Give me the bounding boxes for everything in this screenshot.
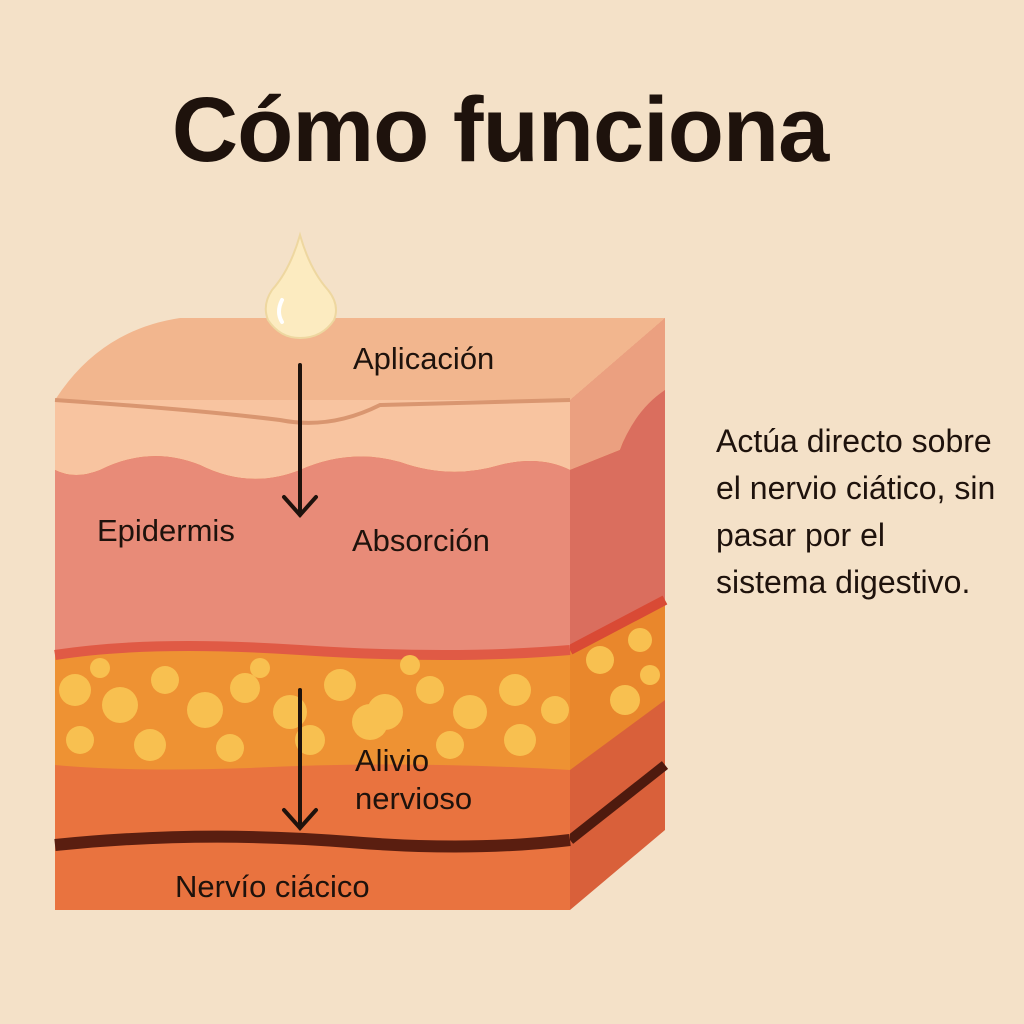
label-epidermis: Epidermis	[97, 513, 235, 548]
fat-cell	[499, 674, 531, 706]
fat-cell	[586, 646, 614, 674]
fat-cell	[250, 658, 270, 678]
fat-cell	[134, 729, 166, 761]
fat-cell	[436, 731, 464, 759]
fat-cell	[504, 724, 536, 756]
fat-cell	[151, 666, 179, 694]
fat-cell	[66, 726, 94, 754]
skin-block-front-face	[54, 398, 571, 910]
fat-cells	[59, 628, 660, 762]
label-absorption: Absorción	[352, 523, 490, 558]
fat-cell	[102, 687, 138, 723]
fat-cell	[90, 658, 110, 678]
droplet-icon	[264, 231, 337, 340]
fat-cell	[640, 665, 660, 685]
fat-cell	[59, 674, 91, 706]
fat-cell	[541, 696, 569, 724]
fat-cell	[453, 695, 487, 729]
fat-cell	[400, 655, 420, 675]
skin-block-right-face	[566, 318, 669, 910]
fat-cell	[352, 704, 388, 740]
fat-cell	[187, 692, 223, 728]
label-relief-line2: nervioso	[355, 781, 473, 816]
fat-cell	[628, 628, 652, 652]
label-nerve: Nervío ciácico	[175, 869, 370, 904]
label-application: Aplicación	[353, 341, 495, 376]
fat-cell	[416, 676, 444, 704]
fat-cell	[610, 685, 640, 715]
page-title: Cómo funciona	[171, 79, 830, 181]
fat-cell	[295, 725, 325, 755]
side-description: Actúa directo sobre el nervio ciático, s…	[716, 423, 996, 600]
skin-block-top-face	[55, 318, 665, 400]
label-relief-line1: Alivio	[355, 743, 430, 778]
arrow-down-icon	[282, 363, 318, 519]
fat-cell	[216, 734, 244, 762]
arrow-down-icon	[282, 688, 318, 832]
fat-cell	[230, 673, 260, 703]
fat-cell	[324, 669, 356, 701]
label-relief: Alivio nervioso	[355, 742, 472, 818]
